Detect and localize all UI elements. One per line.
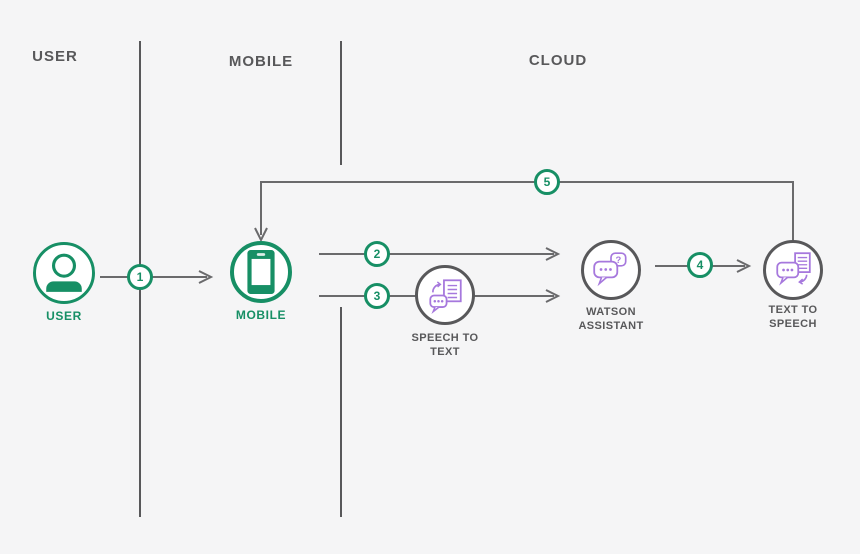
watson-assistant-label: WATSON ASSISTANT	[556, 306, 666, 333]
flow-line-5-return	[260, 181, 794, 242]
svg-text:?: ?	[615, 255, 621, 266]
watson-assistant-icon: ?	[593, 252, 627, 287]
text-to-speech-icon	[776, 252, 811, 286]
mobile-phone-icon	[247, 250, 275, 294]
user-person-icon	[46, 253, 82, 292]
mobile-node-label: MOBILE	[235, 308, 287, 322]
speech-to-text-icon	[429, 279, 462, 315]
user-node-label: USER	[46, 309, 82, 323]
watson-assistant-node: ?	[581, 240, 641, 300]
flow-arrowhead-4	[736, 259, 752, 273]
watson-assistant-label-line2: ASSISTANT	[578, 319, 644, 332]
step-badge-5: 5	[534, 169, 560, 195]
text-to-speech-label-line2: SPEECH	[769, 317, 817, 330]
step-badge-3: 3	[364, 283, 390, 309]
text-to-speech-node	[763, 240, 823, 300]
mobile-node	[230, 241, 292, 303]
speech-to-text-node	[415, 265, 475, 325]
flow-arrowhead-2	[545, 247, 561, 261]
step-badge-4: 4	[687, 252, 713, 278]
flow-arrowhead-3	[545, 289, 561, 303]
speech-to-text-label-line2: TEXT	[430, 345, 460, 358]
lane-header-mobile: MOBILE	[228, 53, 294, 70]
user-node	[33, 242, 95, 304]
speech-to-text-label: SPEECH TO TEXT	[390, 332, 500, 359]
text-to-speech-label-line1: TEXT TO	[768, 304, 818, 316]
text-to-speech-label: TEXT TO SPEECH	[738, 304, 848, 331]
step-badge-2: 2	[364, 241, 390, 267]
speech-to-text-label-line1: SPEECH TO	[411, 332, 479, 344]
step-badge-1: 1	[127, 264, 153, 290]
flow-arrowhead-1	[198, 270, 214, 284]
watson-assistant-label-line1: WATSON	[586, 306, 636, 318]
lane-header-cloud: CLOUD	[528, 52, 588, 69]
lane-header-user: USER	[32, 48, 78, 65]
flow-arrowhead-5	[254, 227, 268, 243]
